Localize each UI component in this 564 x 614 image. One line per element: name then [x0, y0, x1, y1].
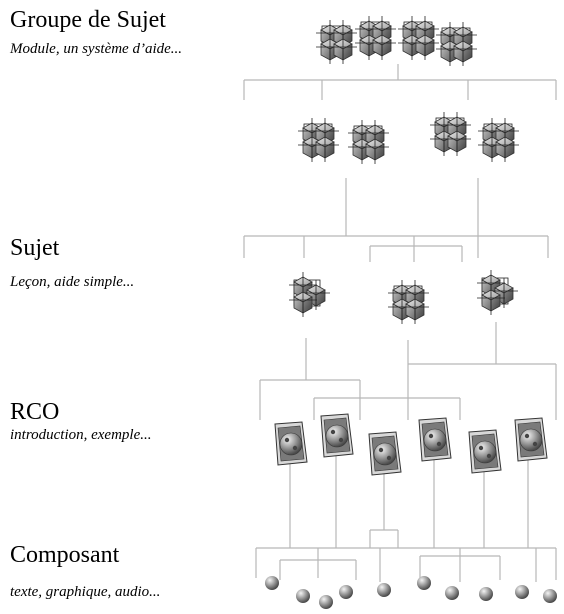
- rco-dice-cube-icon: [468, 429, 502, 474]
- rco-dice-cube-icon: [320, 413, 354, 458]
- subject-cube-stack-icon: [388, 280, 429, 324]
- component-sphere-icon: [445, 586, 459, 600]
- component-sphere-icon: [417, 576, 431, 590]
- component-sphere-icon: [319, 595, 333, 609]
- group-child-left-icon: [298, 118, 389, 164]
- component-sphere-icon: [543, 589, 557, 603]
- component-sphere-icon: [339, 585, 353, 599]
- component-sphere-icon: [479, 587, 493, 601]
- rco-dice-cube-icon: [274, 421, 308, 466]
- level-subtitle-composant: texte, graphique, audio...: [10, 584, 161, 600]
- component-sphere-icon: [265, 576, 279, 590]
- rco-dice-cube-icon: [418, 417, 452, 462]
- rco-dice-cube-icon: [368, 431, 402, 476]
- subject-cube-stack-icon: [477, 270, 518, 315]
- component-sphere-icon: [296, 589, 310, 603]
- connector-lines: [243, 64, 557, 582]
- level-subtitle-groupe: Module, un système d’aide...: [10, 41, 183, 57]
- rco-dice-cube-icon: [514, 417, 548, 462]
- component-sphere-icon: [377, 583, 391, 597]
- level-subtitle-sujet: Leçon, aide simple...: [10, 274, 135, 290]
- level-title-rco: RCO: [10, 399, 60, 425]
- group-child-right-icon: [430, 112, 519, 162]
- level-title-groupe: Groupe de Sujet: [10, 7, 166, 33]
- subject-cube-stack-icon: [289, 272, 330, 317]
- level-title-composant: Composant: [10, 542, 120, 568]
- component-sphere-icon: [515, 585, 529, 599]
- group-cube-cluster-icon: [316, 16, 477, 66]
- level-subtitle-rco: introduction, exemple...: [10, 427, 152, 443]
- component-sphere-icons: [265, 576, 557, 609]
- level-title-sujet: Sujet: [10, 235, 60, 261]
